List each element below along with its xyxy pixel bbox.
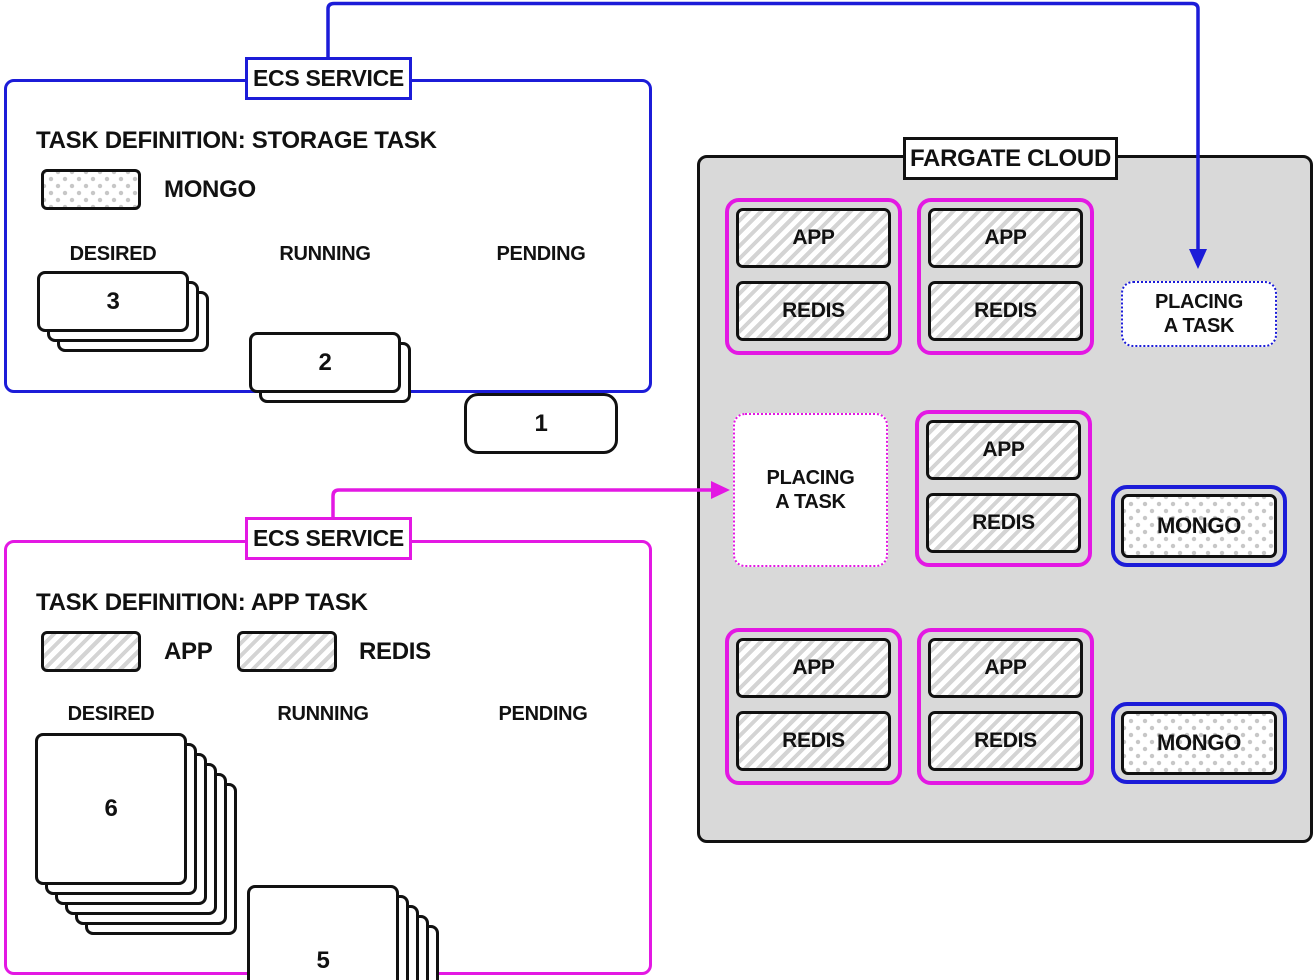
app-task-group: APP REDIS bbox=[725, 628, 902, 785]
redis-legend-label: REDIS bbox=[359, 637, 431, 665]
counter-label-running: RUNNING bbox=[277, 703, 369, 725]
mongo-task-group: MONGO bbox=[1111, 485, 1287, 567]
mongo-container: MONGO bbox=[1121, 494, 1277, 558]
counter-label-running: RUNNING bbox=[279, 243, 371, 265]
running-task-stack: 5 bbox=[247, 885, 439, 980]
magenta-arrow-line bbox=[331, 488, 713, 517]
task-card: 5 bbox=[247, 885, 399, 980]
placing-a-task-magenta: PLACING A TASK bbox=[733, 413, 888, 567]
desired-task-stack: 6 bbox=[35, 733, 237, 935]
desired-task-stack: 3 bbox=[37, 271, 209, 352]
placing-line1: PLACING bbox=[766, 467, 855, 489]
app-task-group: APP REDIS bbox=[725, 198, 902, 355]
app-task-group: APP REDIS bbox=[917, 628, 1094, 785]
mongo-task-group: MONGO bbox=[1111, 702, 1287, 784]
placing-a-task-blue: PLACING A TASK bbox=[1121, 281, 1277, 347]
fargate-cloud: APP REDIS APP REDIS PLACING A TASK PLACI… bbox=[697, 155, 1313, 843]
running-count: 5 bbox=[316, 947, 330, 974]
running-task-stack: 2 bbox=[249, 332, 411, 403]
counter-label-pending: PENDING bbox=[496, 243, 586, 265]
app-container: APP bbox=[736, 208, 891, 268]
app-container: APP bbox=[928, 638, 1083, 698]
mongo-legend-label: MONGO bbox=[164, 175, 256, 203]
storage-service-title: ECS SERVICE bbox=[245, 57, 412, 100]
task-card: 1 bbox=[464, 393, 618, 454]
task-card: 2 bbox=[249, 332, 401, 393]
mongo-container: MONGO bbox=[1121, 711, 1277, 775]
counter-label-desired: DESIRED bbox=[67, 703, 155, 725]
desired-count: 6 bbox=[104, 795, 118, 822]
placing-line2: A TASK bbox=[1163, 315, 1235, 337]
pending-task-stack: 1 bbox=[464, 393, 618, 454]
redis-container: REDIS bbox=[736, 281, 891, 341]
pending-count: 1 bbox=[534, 409, 548, 437]
storage-task-definition: TASK DEFINITION: STORAGE TASK bbox=[36, 127, 437, 154]
app-task-definition: TASK DEFINITION: APP TASK bbox=[36, 589, 368, 616]
fargate-cloud-title: FARGATE CLOUD bbox=[903, 137, 1118, 180]
app-task-group: APP REDIS bbox=[915, 410, 1092, 567]
app-service-title: ECS SERVICE bbox=[245, 517, 412, 560]
redis-legend-swatch bbox=[237, 631, 337, 672]
redis-container: REDIS bbox=[928, 281, 1083, 341]
app-legend-label: APP bbox=[164, 637, 213, 665]
storage-service-box: TASK DEFINITION: STORAGE TASK MONGO DESI… bbox=[4, 79, 652, 454]
running-count: 2 bbox=[318, 348, 332, 376]
task-card: 6 bbox=[35, 733, 187, 885]
app-container: APP bbox=[736, 638, 891, 698]
redis-container: REDIS bbox=[926, 493, 1081, 553]
app-task-group: APP REDIS bbox=[917, 198, 1094, 355]
task-card: 3 bbox=[37, 271, 189, 332]
placing-line2: A TASK bbox=[775, 491, 846, 513]
counter-label-pending: PENDING bbox=[498, 703, 588, 725]
app-legend-swatch bbox=[41, 631, 141, 672]
mongo-legend-swatch bbox=[41, 169, 141, 210]
app-container: APP bbox=[926, 420, 1081, 480]
app-container: APP bbox=[928, 208, 1083, 268]
counter-label-desired: DESIRED bbox=[69, 243, 157, 265]
placing-line1: PLACING bbox=[1155, 291, 1243, 313]
redis-container: REDIS bbox=[928, 711, 1083, 771]
redis-container: REDIS bbox=[736, 711, 891, 771]
app-service-box: TASK DEFINITION: APP TASK APP REDIS DESI… bbox=[4, 540, 652, 980]
desired-count: 3 bbox=[106, 287, 120, 315]
